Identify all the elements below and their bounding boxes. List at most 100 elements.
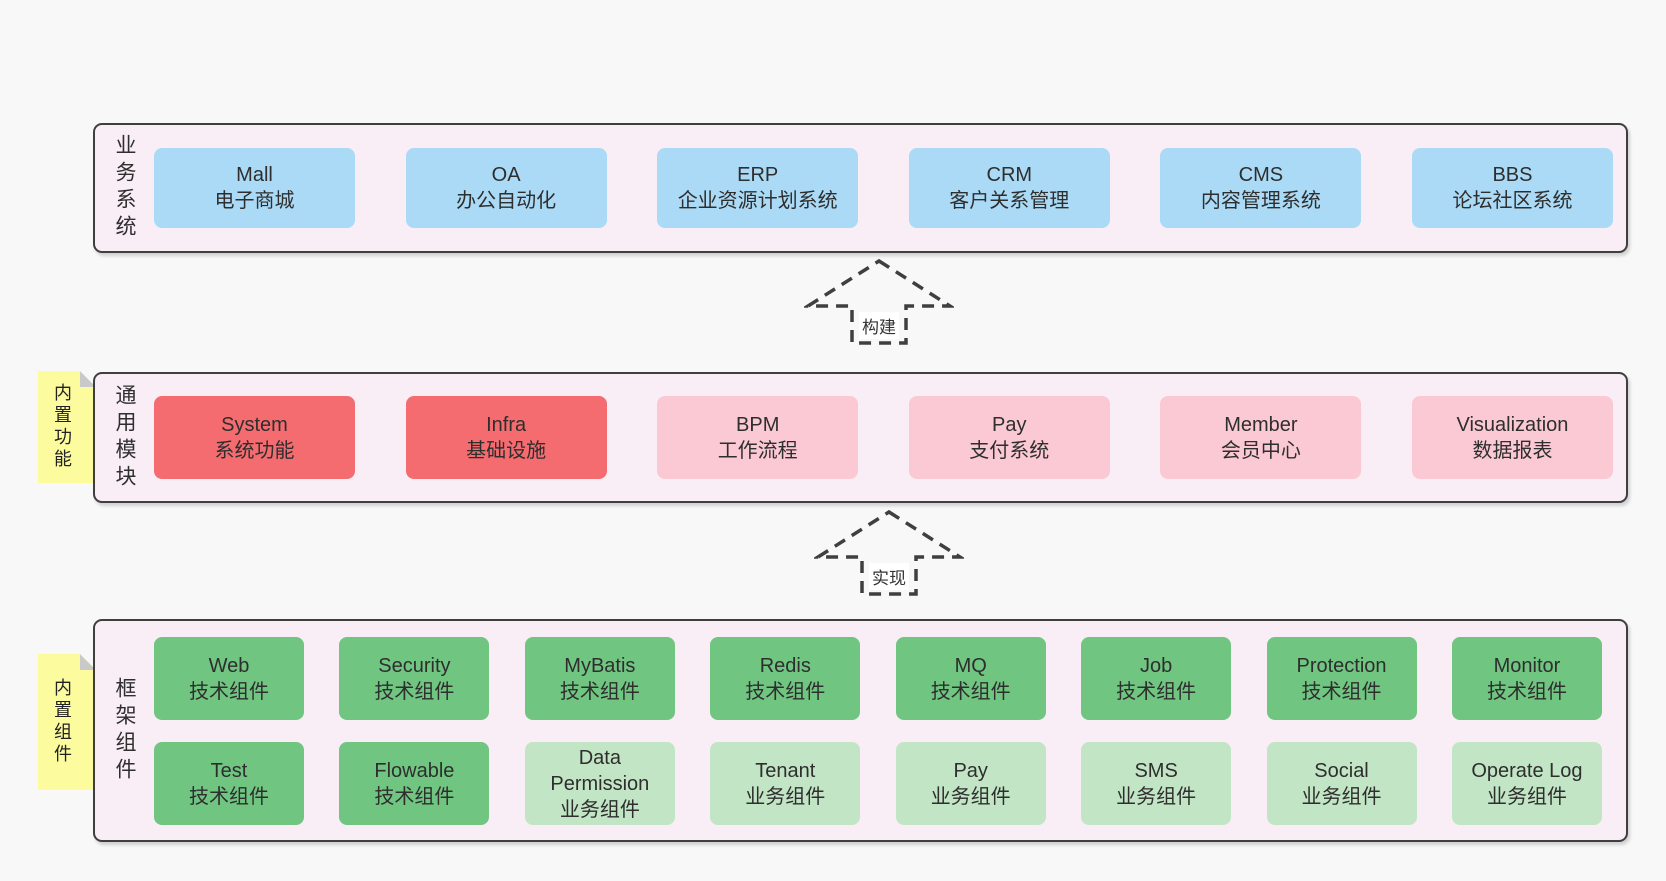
components-row-1: Web 技术组件 Security 技术组件 MyBatis 技术组件 Redi… <box>154 637 1602 720</box>
box-title: MQ <box>954 654 987 677</box>
box-subtitle: 基础设施 <box>466 439 547 462</box>
box-job: Job 技术组件 <box>1081 637 1232 720</box>
box-title: Web <box>208 654 250 677</box>
layer-framework-components: 框架组件 Web 技术组件 Security 技术组件 MyBatis 技术组件… <box>93 619 1628 842</box>
modules-boxes-row: System 系统功能 Infra 基础设施 BPM 工作流程 Pay 支付系统… <box>154 374 1613 501</box>
box-subtitle: 业务组件 <box>559 798 640 821</box>
box-title: Visualization <box>1456 413 1569 436</box>
box-cms: CMS 内容管理系统 <box>1160 148 1362 228</box>
box-title: ERP <box>737 164 779 186</box>
box-title: Operate Log <box>1471 759 1583 782</box>
arrow-build: 构建 <box>804 257 954 347</box>
box-subtitle: 业务组件 <box>1116 785 1197 808</box>
box-subtitle: 技术组件 <box>374 785 455 808</box>
box-title: Member <box>1224 413 1298 436</box>
box-pay-component: Pay 业务组件 <box>895 742 1046 825</box>
note-built-in-features-label: 内置功能 <box>52 383 72 471</box>
box-subtitle: 内容管理系统 <box>1200 190 1321 212</box>
box-system: System 系统功能 <box>154 396 355 479</box>
box-subtitle: 支付系统 <box>969 439 1050 462</box>
box-sms: SMS 业务组件 <box>1081 742 1232 825</box>
layer-modules-label: 通用模块 <box>113 383 136 492</box>
box-title: Monitor <box>1493 654 1561 677</box>
box-subtitle: 办公自动化 <box>456 190 557 212</box>
box-infra: Infra 基础设施 <box>405 396 607 479</box>
components-row-2: Test 技术组件 Flowable 技术组件 Data Permission … <box>154 742 1602 825</box>
box-title: Infra <box>486 413 527 436</box>
box-subtitle: 会员中心 <box>1220 439 1301 462</box>
box-title: BPM <box>736 413 780 436</box>
box-subtitle: 技术组件 <box>1486 680 1567 703</box>
note-built-in-features: 内置功能 <box>38 371 96 483</box>
box-title: Flowable <box>374 759 455 782</box>
box-subtitle: 技术组件 <box>559 680 640 703</box>
box-title: MyBatis <box>564 654 636 677</box>
box-subtitle: 系统功能 <box>214 439 295 462</box>
box-subtitle: 技术组件 <box>189 785 269 808</box>
box-subtitle: 业务组件 <box>930 785 1011 808</box>
box-title: Test <box>210 759 248 782</box>
box-member: Member 会员中心 <box>1160 396 1362 479</box>
box-title: CMS <box>1238 164 1284 186</box>
layer-components-label: 框架组件 <box>113 676 136 785</box>
box-mybatis: MyBatis 技术组件 <box>524 637 675 720</box>
box-subtitle: 技术组件 <box>930 680 1011 703</box>
box-bpm: BPM 工作流程 <box>657 396 859 479</box>
box-pay-system: Pay 支付系统 <box>908 396 1110 479</box>
box-title: BBS <box>1492 164 1533 186</box>
box-protection: Protection 技术组件 <box>1266 637 1417 720</box>
box-mq: MQ 技术组件 <box>895 637 1046 720</box>
box-social: Social 业务组件 <box>1266 742 1417 825</box>
arrow-implement: 实现 <box>814 508 964 598</box>
box-subtitle: 企业资源计划系统 <box>677 190 838 212</box>
box-title: System <box>221 413 288 436</box>
box-redis: Redis 技术组件 <box>710 637 861 720</box>
box-subtitle: 技术组件 <box>1116 680 1197 703</box>
layer-business-systems: 业务系统 Mall 电子商城 OA 办公自动化 ERP 企业资源计划系统 CRM… <box>93 123 1628 253</box>
box-title: Job <box>1139 654 1173 677</box>
box-bbs: BBS 论坛社区系统 <box>1411 148 1613 228</box>
arrow-implement-label: 实现 <box>869 563 909 590</box>
box-title: Redis <box>759 654 811 677</box>
box-subtitle: 电子商城 <box>214 190 295 212</box>
box-flowable: Flowable 技术组件 <box>339 742 490 825</box>
box-data-permission: Data Permission 业务组件 <box>524 742 675 825</box>
box-title: Social <box>1314 759 1369 782</box>
box-web: Web 技术组件 <box>154 637 304 720</box>
box-subtitle: 技术组件 <box>374 680 455 703</box>
box-subtitle: 客户关系管理 <box>949 190 1070 212</box>
box-title: Security <box>378 654 451 677</box>
arrow-build-label: 构建 <box>859 312 899 339</box>
box-title: OA <box>491 164 521 186</box>
box-title: Mall <box>236 164 273 186</box>
box-title: Pay <box>953 759 988 782</box>
box-subtitle: 业务组件 <box>1486 785 1567 808</box>
box-subtitle: 技术组件 <box>745 680 826 703</box>
box-subtitle: 技术组件 <box>1301 680 1382 703</box>
box-mall: Mall 电子商城 <box>154 148 355 228</box>
box-subtitle: 业务组件 <box>745 785 826 808</box>
box-title: Data Permission <box>550 746 650 795</box>
business-boxes-row: Mall 电子商城 OA 办公自动化 ERP 企业资源计划系统 CRM 客户关系… <box>154 125 1613 251</box>
box-subtitle: 数据报表 <box>1472 439 1553 462</box>
box-title: SMS <box>1134 759 1178 782</box>
components-boxes-rows: Web 技术组件 Security 技术组件 MyBatis 技术组件 Redi… <box>154 621 1602 840</box>
box-oa: OA 办公自动化 <box>405 148 607 228</box>
box-subtitle: 技术组件 <box>189 680 269 703</box>
box-visualization: Visualization 数据报表 <box>1411 396 1613 479</box>
box-test: Test 技术组件 <box>154 742 304 825</box>
layer-common-modules: 通用模块 System 系统功能 Infra 基础设施 BPM 工作流程 Pay… <box>93 372 1628 503</box>
note-built-in-components: 内置组件 <box>38 654 96 790</box>
note-built-in-components-label: 内置组件 <box>52 678 72 766</box>
box-title: Pay <box>992 413 1027 436</box>
box-title: Tenant <box>755 759 816 782</box>
box-subtitle: 工作流程 <box>717 439 798 462</box>
box-security: Security 技术组件 <box>339 637 490 720</box>
box-crm: CRM 客户关系管理 <box>908 148 1110 228</box>
box-subtitle: 业务组件 <box>1301 785 1382 808</box>
box-subtitle: 论坛社区系统 <box>1452 190 1573 212</box>
box-monitor: Monitor 技术组件 <box>1451 637 1602 720</box>
box-operate-log: Operate Log 业务组件 <box>1451 742 1602 825</box>
box-erp: ERP 企业资源计划系统 <box>657 148 859 228</box>
